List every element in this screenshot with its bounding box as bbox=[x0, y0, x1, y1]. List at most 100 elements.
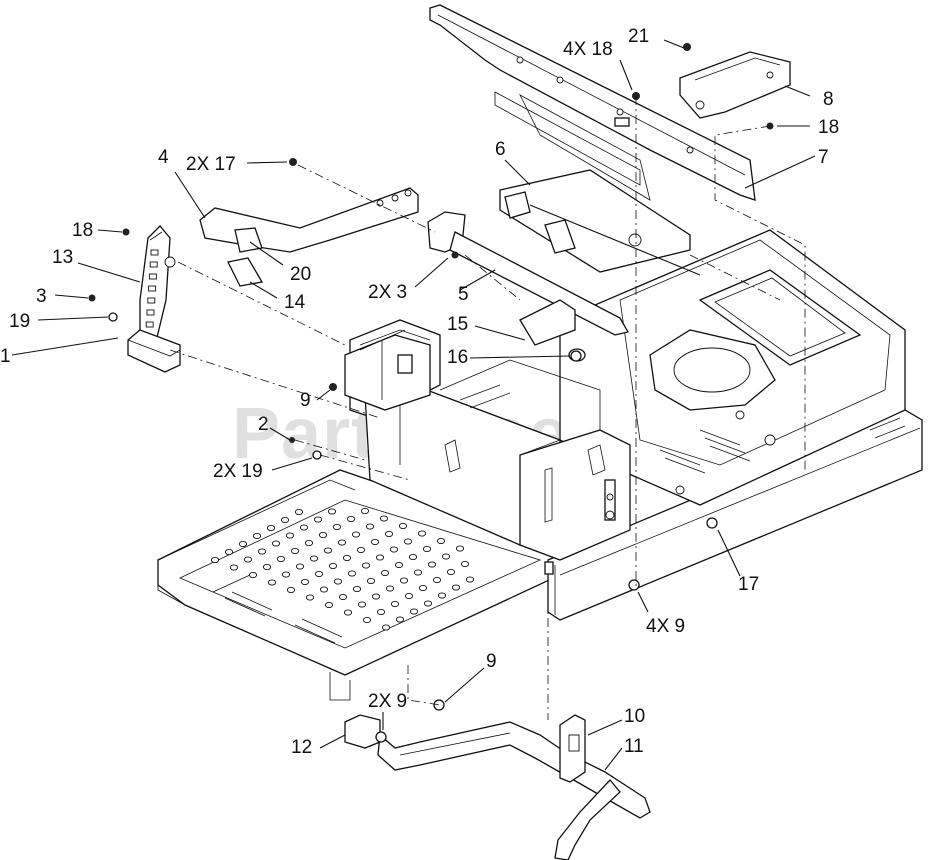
footplate-hole bbox=[404, 592, 414, 600]
callout-18-right: 18 bbox=[818, 117, 839, 138]
part-9-nut-small bbox=[375, 731, 387, 743]
footplate-hole bbox=[356, 546, 366, 554]
footplate-hole bbox=[304, 539, 314, 547]
footplate-hole bbox=[333, 578, 343, 585]
footplate-hole bbox=[318, 531, 328, 539]
footplate-hole bbox=[380, 569, 390, 577]
footplate-hole bbox=[451, 584, 461, 591]
callout-16: 16 bbox=[447, 347, 468, 368]
footplate-hole bbox=[357, 601, 367, 608]
footplate-hole bbox=[276, 555, 286, 563]
fasteners bbox=[88, 43, 774, 711]
footplate-hole bbox=[427, 561, 437, 568]
bracket-slot bbox=[146, 309, 155, 316]
footplate-hole bbox=[365, 523, 375, 530]
callout-3: 3 bbox=[36, 286, 47, 307]
footplate-hole bbox=[248, 571, 258, 579]
callout-10: 10 bbox=[624, 706, 645, 727]
footplate-hole bbox=[460, 560, 470, 568]
footplate-hole bbox=[417, 530, 427, 537]
footplate-hole bbox=[418, 584, 428, 592]
part-8-bracket bbox=[679, 51, 791, 119]
bracket-slot bbox=[147, 297, 156, 304]
callout-13: 13 bbox=[52, 247, 73, 268]
bracket-slot bbox=[148, 285, 157, 292]
footplate-hole bbox=[337, 539, 347, 546]
footplate-hole bbox=[319, 586, 329, 593]
footplate-hole bbox=[327, 508, 337, 515]
footplate-hole bbox=[389, 546, 399, 553]
footplate-hole bbox=[314, 570, 324, 578]
footplate-hole bbox=[446, 568, 456, 576]
callout-12: 12 bbox=[291, 737, 312, 758]
footplate-hole bbox=[395, 616, 405, 623]
part-6-mount-plate bbox=[499, 169, 701, 276]
footplate-hole bbox=[266, 524, 276, 532]
part-1-pedal bbox=[127, 329, 181, 373]
callout-11: 11 bbox=[624, 736, 644, 757]
footplate-hole bbox=[305, 594, 315, 601]
footplate-hole bbox=[280, 516, 290, 524]
footplate-hole bbox=[408, 553, 418, 561]
footplate-hole bbox=[224, 548, 234, 556]
callout-15: 15 bbox=[447, 314, 468, 335]
footplate-hole bbox=[371, 593, 381, 600]
callout-2x19: 2X 19 bbox=[213, 461, 263, 482]
footplate-hole bbox=[375, 554, 385, 561]
callout-4x9: 4X 9 bbox=[646, 616, 685, 637]
part-5-cross-shaft bbox=[427, 211, 629, 362]
part-7-control-panel bbox=[429, 4, 756, 201]
footplate-hole bbox=[413, 569, 423, 576]
callout-2: 2 bbox=[258, 414, 269, 435]
footplate-hole bbox=[243, 556, 253, 563]
footplate-hole bbox=[309, 555, 319, 562]
callout-4: 4 bbox=[158, 147, 169, 168]
footplate-hole bbox=[352, 585, 362, 593]
callout-18-left: 18 bbox=[72, 220, 93, 241]
bracket-slot bbox=[148, 273, 157, 280]
footplate-hole bbox=[455, 545, 465, 552]
footplate-hole bbox=[267, 579, 277, 586]
footplate-hole bbox=[313, 516, 323, 523]
footplate-hole bbox=[210, 556, 220, 564]
part-14-pad bbox=[227, 257, 264, 287]
callout-9-upper: 9 bbox=[300, 390, 311, 411]
footplate-hole bbox=[252, 532, 262, 540]
footplate-hole bbox=[403, 538, 413, 545]
footplate-hole bbox=[294, 508, 304, 516]
callout-17: 17 bbox=[738, 574, 759, 595]
footplate-hole bbox=[362, 616, 372, 624]
footplate-hole bbox=[323, 547, 333, 554]
bracket-slot bbox=[149, 261, 158, 268]
footplate-hole bbox=[432, 576, 442, 584]
callout-8: 8 bbox=[823, 89, 834, 110]
callout-21: 21 bbox=[628, 26, 649, 47]
footplate-hole bbox=[285, 532, 295, 539]
footplate-hole bbox=[436, 537, 446, 545]
callout-1: 1 bbox=[0, 346, 11, 367]
bracket-slot bbox=[150, 249, 159, 256]
callout-labels: 4 2X 17 18 13 3 19 1 20 14 2X 3 5 6 4X 1… bbox=[0, 26, 839, 758]
callout-9-lower: 9 bbox=[486, 651, 497, 672]
footplate-hole bbox=[437, 592, 447, 599]
footplate-hole bbox=[332, 523, 342, 531]
part-13-slotted-bracket bbox=[139, 225, 176, 347]
footplate-hole bbox=[376, 608, 386, 616]
callout-2x3: 2X 3 bbox=[368, 282, 407, 303]
callout-14: 14 bbox=[284, 292, 306, 313]
footplate-hole bbox=[384, 530, 394, 538]
footplate-hole bbox=[465, 576, 475, 583]
footplate-hole bbox=[398, 522, 408, 530]
footplate-hole bbox=[286, 586, 296, 594]
footplate-hole bbox=[351, 531, 361, 538]
footplate-hole bbox=[257, 548, 267, 555]
part-11-rod bbox=[377, 721, 651, 860]
callout-19: 19 bbox=[9, 311, 30, 332]
footplate-hole bbox=[423, 600, 433, 607]
footplate-hole bbox=[338, 593, 348, 601]
callout-4x18: 4X 18 bbox=[563, 39, 613, 60]
footplate-hole bbox=[361, 562, 371, 569]
part-4-pedal-arm bbox=[199, 187, 419, 253]
